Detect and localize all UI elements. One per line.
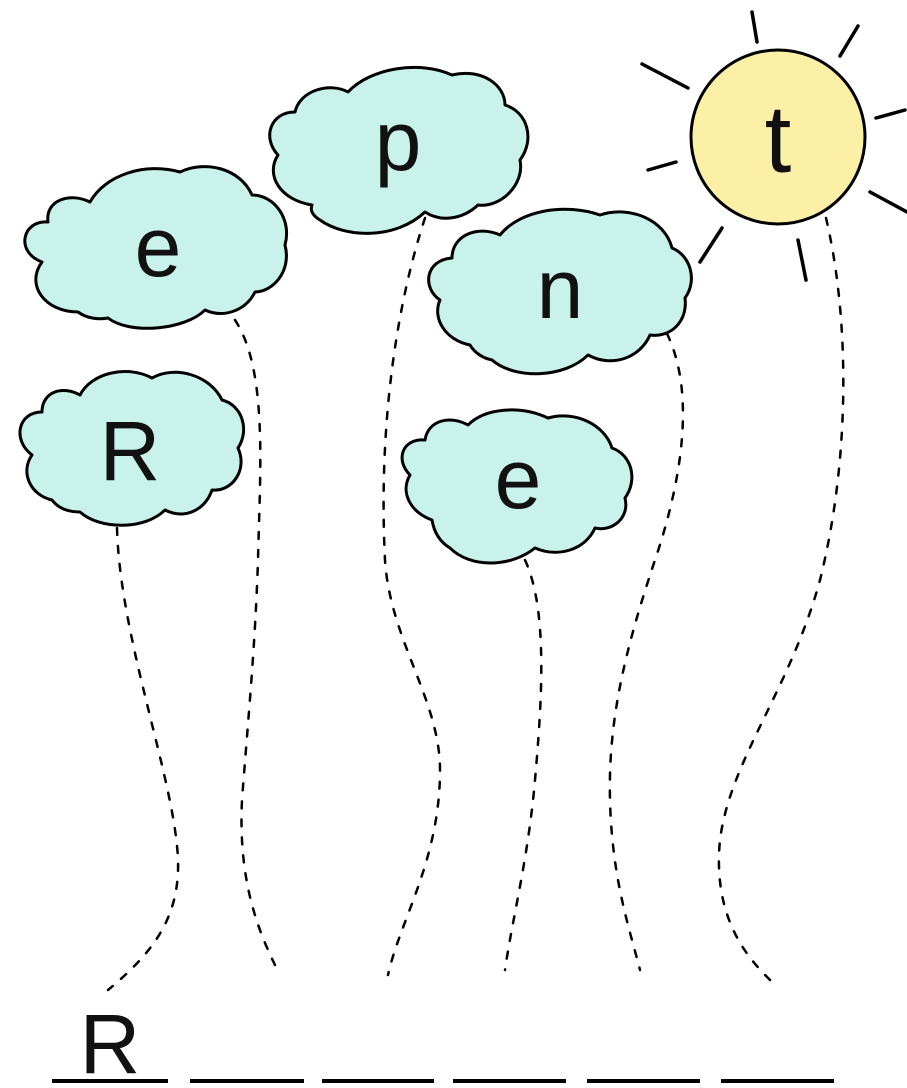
sun-icon: t <box>640 10 907 282</box>
cloud-e-center: e <box>400 408 634 565</box>
cloud-letter: n <box>537 242 584 336</box>
connector-line-e-left <box>233 318 277 967</box>
cloud-letter: R <box>100 404 161 498</box>
sun-letter: t <box>765 86 792 193</box>
cloud-letter: e <box>495 432 542 526</box>
connector-line-p <box>382 216 442 977</box>
cloud-letter: e <box>135 200 182 294</box>
connector-line-t <box>717 216 845 982</box>
cloud-e-left: e <box>23 165 288 330</box>
answer-slots: R <box>52 997 834 1088</box>
answer-slot-letter: R <box>80 997 141 1088</box>
answer-slot-1[interactable]: R <box>52 997 168 1088</box>
cloud-letter: p <box>375 94 422 188</box>
cloud-p: p <box>268 65 530 235</box>
connector-line-r <box>106 526 180 992</box>
cloud-r: R <box>18 370 246 527</box>
cloud-n: n <box>427 207 693 376</box>
connector-line-n <box>608 316 685 972</box>
connector-line-e-center <box>503 558 543 972</box>
